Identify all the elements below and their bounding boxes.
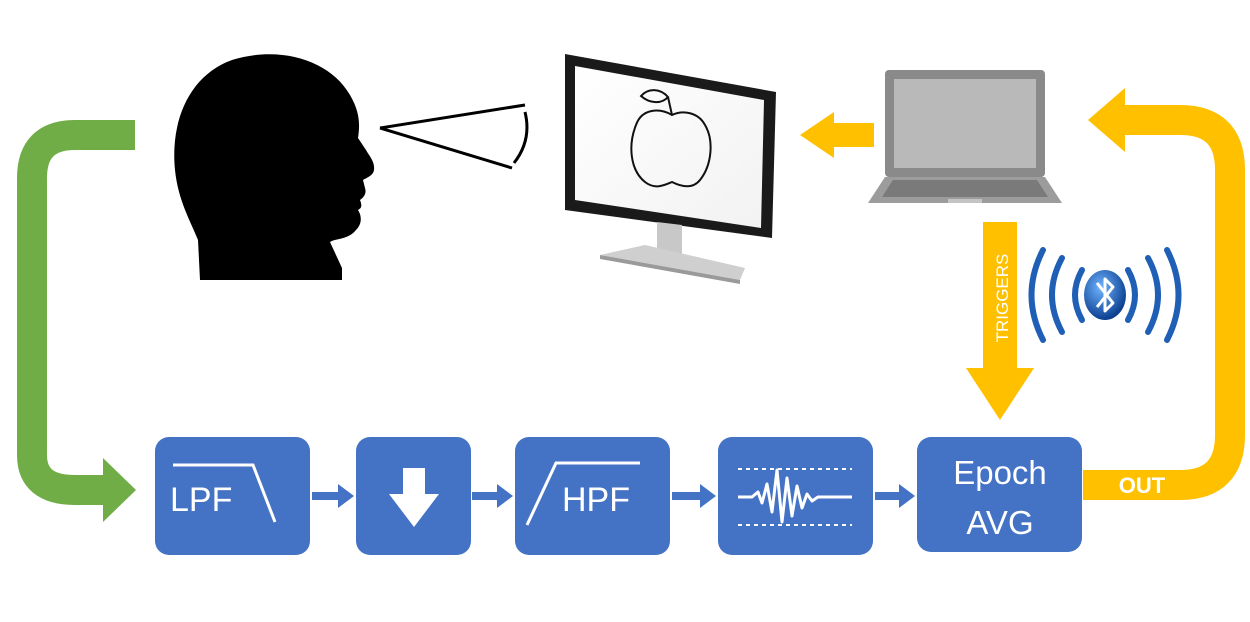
- bluetooth-icon: [1028, 247, 1182, 343]
- head-silhouette-icon: [174, 54, 375, 280]
- pipeline-connectors: [312, 484, 915, 508]
- connector-arrow: [472, 484, 513, 508]
- downsample-block: [356, 437, 471, 555]
- epoch-avg-block: Epoch AVG: [917, 437, 1082, 552]
- waveform-icon: [738, 468, 852, 526]
- artifact-rejection-block: [718, 437, 873, 555]
- eeg-signal-arrow: [16, 120, 136, 522]
- highpass-curve-icon: [525, 461, 640, 526]
- lowpass-curve-icon: [173, 463, 277, 523]
- apple-icon: [630, 89, 712, 188]
- stimulus-arrow: [800, 112, 874, 158]
- hpf-block: HPF: [515, 437, 670, 555]
- lpf-label: LPF: [170, 481, 232, 519]
- out-feedback-arrow: OUT: [1083, 88, 1245, 500]
- hpf-label: HPF: [562, 481, 630, 519]
- epoch-label: Epoch: [953, 454, 1047, 491]
- connector-arrow: [312, 484, 354, 508]
- laptop-icon: [868, 70, 1062, 203]
- connector-arrow: [672, 484, 716, 508]
- out-label: OUT: [1119, 473, 1166, 498]
- monitor-icon: [565, 54, 776, 284]
- lpf-block: LPF: [155, 437, 310, 555]
- avg-label: AVG: [966, 504, 1033, 541]
- connector-arrow: [875, 484, 915, 508]
- triggers-label: TRIGGERS: [993, 254, 1012, 343]
- triggers-arrow: TRIGGERS: [966, 222, 1034, 420]
- down-arrow-icon: [389, 468, 439, 527]
- gaze-lines: [379, 103, 529, 170]
